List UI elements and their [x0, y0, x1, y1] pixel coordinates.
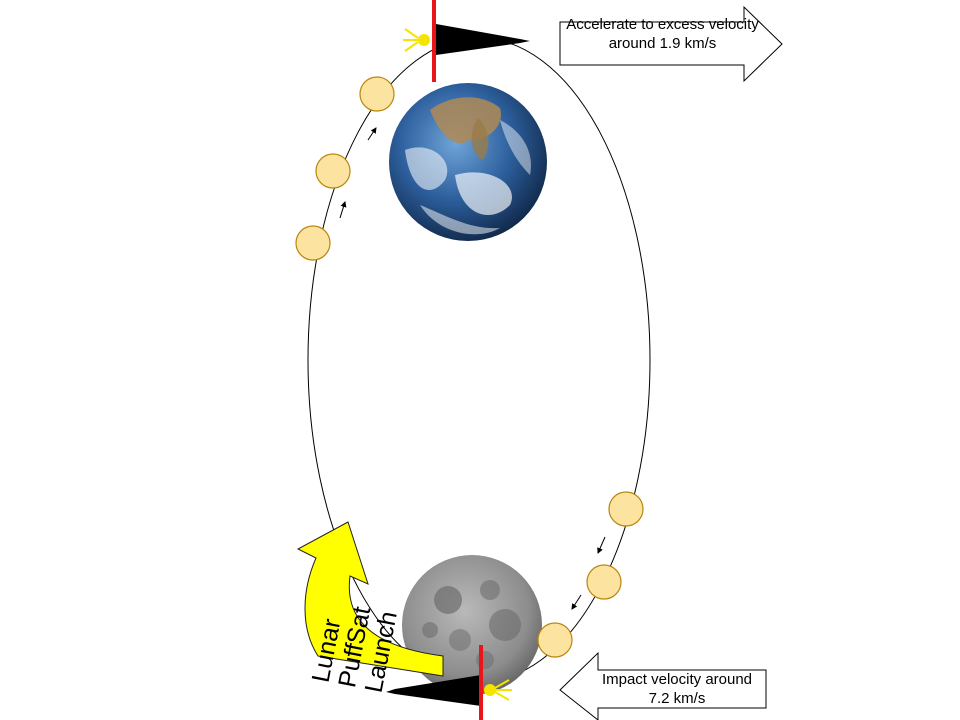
puffsat [295, 225, 331, 261]
direction-arrows [339, 127, 606, 610]
launch-arrow [296, 521, 444, 677]
puffsat-icon [295, 76, 644, 658]
puffsat [315, 153, 351, 189]
puffsat [586, 564, 622, 600]
impact-callout-text: Impact velocity around 7.2 km/s [601, 671, 753, 707]
impact-callout-arrow [559, 651, 767, 720]
puffsat [359, 76, 395, 112]
puffsat [608, 491, 644, 527]
spacecraft-icon [403, 0, 530, 82]
puffsat [537, 622, 573, 658]
launch-label: Lunar PuffSat Launch [307, 562, 449, 703]
earth-icon [389, 83, 547, 241]
spacecraft-icon [386, 645, 512, 720]
accelerate-callout-text: Accelerate to excess velocity around 1.9… [566, 16, 759, 52]
accelerate-callout-arrow [559, 5, 783, 83]
